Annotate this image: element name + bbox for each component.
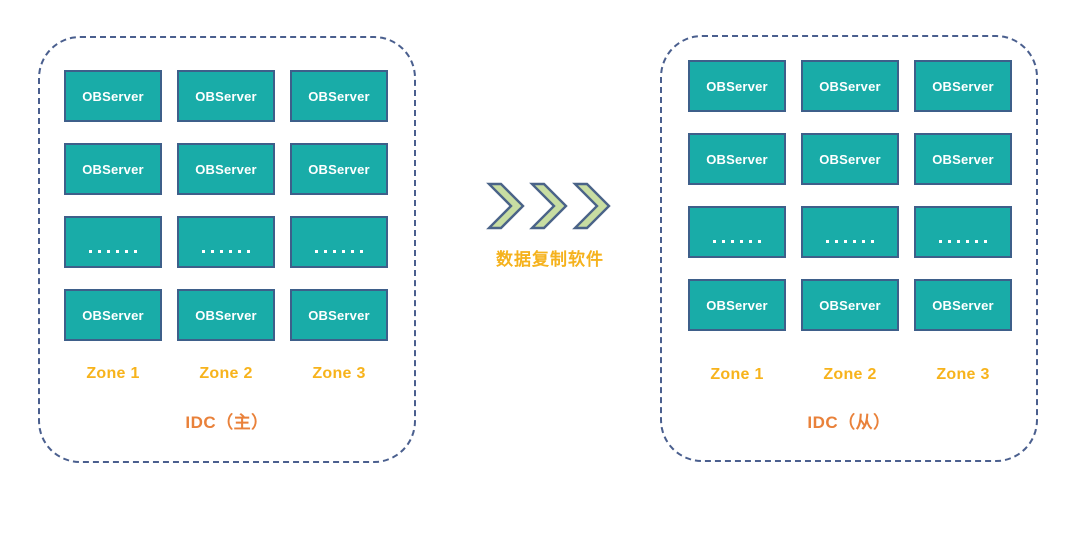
server-node-ellipsis — [64, 216, 162, 268]
ellipsis-icon — [202, 250, 250, 253]
ellipsis-icon — [89, 250, 137, 253]
server-node: OBServer — [801, 133, 899, 185]
server-node-ellipsis — [688, 206, 786, 258]
server-node-ellipsis — [801, 206, 899, 258]
idc-panel-standby — [660, 35, 1038, 462]
zone-label-1: Zone 1 — [710, 366, 764, 383]
zone-label-2: Zone 2 — [823, 366, 877, 383]
idc-caption-standby: IDC（从） — [807, 413, 891, 432]
ellipsis-icon — [939, 240, 987, 243]
ellipsis-icon — [826, 240, 874, 243]
server-node: OBServer — [177, 70, 275, 122]
server-node-ellipsis — [914, 206, 1012, 258]
zone-row-standby: Zone 1 Zone 2 Zone 3 — [688, 366, 1012, 384]
replication-group: 数据复制软件 — [460, 180, 640, 270]
server-node: OBServer — [177, 289, 275, 341]
server-node: OBServer — [914, 279, 1012, 331]
server-node: OBServer — [64, 70, 162, 122]
replication-label: 数据复制软件 — [496, 250, 604, 270]
server-node: OBServer — [801, 279, 899, 331]
zone-label-2: Zone 2 — [199, 365, 253, 382]
server-node-ellipsis — [290, 216, 388, 268]
server-grid-standby: OBServer OBServer OBServer OBServer OBSe… — [688, 60, 1012, 331]
server-node: OBServer — [290, 70, 388, 122]
server-grid-primary: OBServer OBServer OBServer OBServer OBSe… — [64, 70, 388, 341]
server-node: OBServer — [914, 133, 1012, 185]
zone-label-3: Zone 3 — [936, 366, 990, 383]
server-node-ellipsis — [177, 216, 275, 268]
idc-panel-primary — [38, 36, 416, 463]
server-node: OBServer — [64, 143, 162, 195]
ellipsis-icon — [315, 250, 363, 253]
zone-row-primary: Zone 1 Zone 2 Zone 3 — [64, 365, 388, 383]
server-node: OBServer — [688, 133, 786, 185]
server-node: OBServer — [290, 289, 388, 341]
server-node: OBServer — [688, 60, 786, 112]
ellipsis-icon — [713, 240, 761, 243]
server-node: OBServer — [177, 143, 275, 195]
zone-label-1: Zone 1 — [86, 365, 140, 382]
server-node: OBServer — [64, 289, 162, 341]
server-node: OBServer — [290, 143, 388, 195]
idc-caption-primary: IDC（主） — [185, 413, 269, 432]
server-node: OBServer — [688, 279, 786, 331]
triple-chevron-right-icon — [486, 182, 611, 230]
zone-label-3: Zone 3 — [312, 365, 366, 382]
server-node: OBServer — [914, 60, 1012, 112]
server-node: OBServer — [801, 60, 899, 112]
